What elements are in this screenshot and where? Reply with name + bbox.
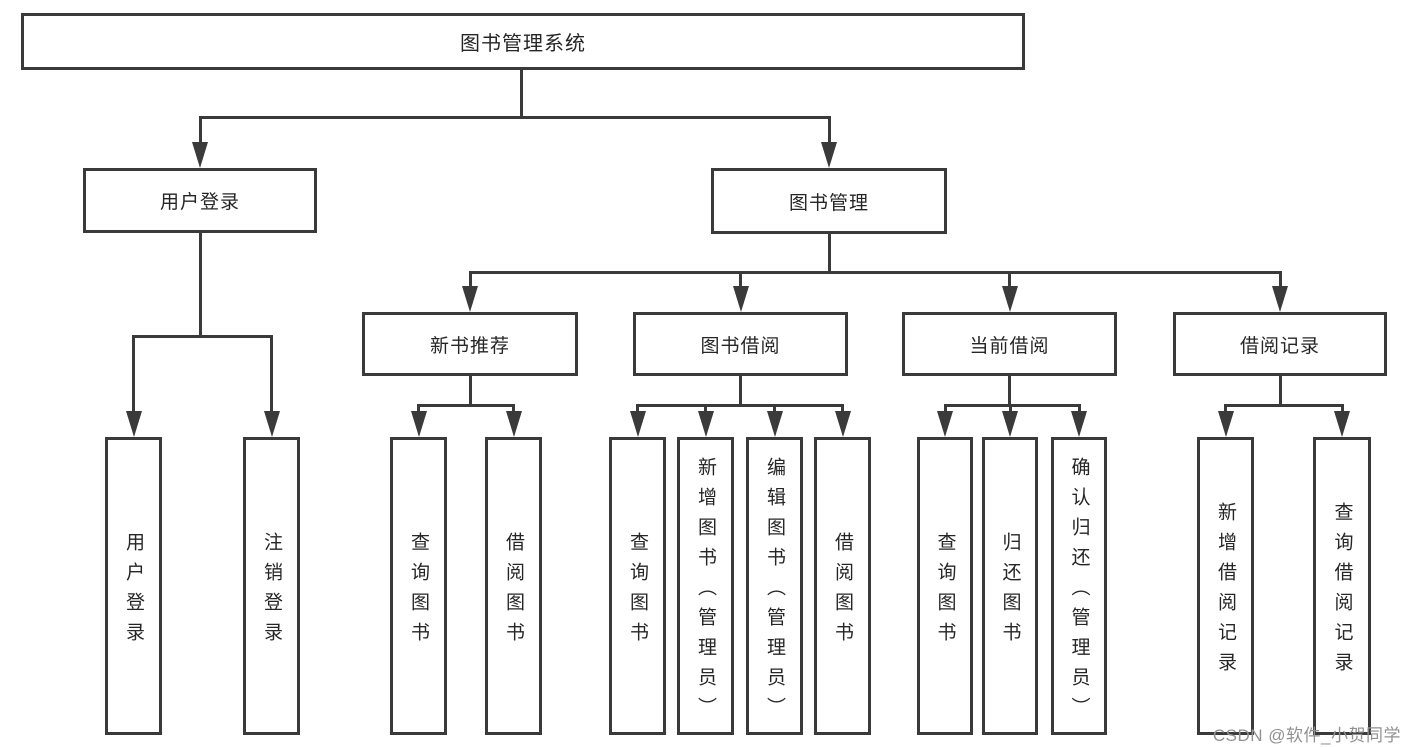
connector-line	[827, 117, 831, 146]
connector-line	[1077, 405, 1081, 413]
node-root: 图书管理系统	[21, 13, 1025, 70]
node-current-borrow-label: 当前借阅	[969, 335, 1050, 357]
leaf-current-confirm-admin: 确认归还（管理员）	[1051, 437, 1107, 735]
arrowhead-down-icon	[192, 142, 208, 168]
leaf-borrow-add-admin: 新增图书（管理员）	[677, 437, 734, 735]
connector-line	[827, 233, 831, 274]
connector-line	[704, 405, 707, 413]
connector-line	[943, 405, 947, 413]
connector-line	[1008, 405, 1012, 413]
connector-line	[1278, 375, 1282, 407]
connector-line	[1278, 272, 1282, 290]
arrowhead-down-icon	[821, 142, 837, 168]
connector-line	[1008, 375, 1011, 407]
connector-line	[841, 405, 844, 413]
connector-line	[636, 405, 639, 413]
connector-line	[636, 403, 844, 407]
leaf-record-query: 查询借阅记录	[1313, 437, 1371, 735]
arrowhead-down-icon	[462, 286, 478, 312]
connector-line	[132, 336, 135, 415]
leaf-borrow-borrow-label: 借阅图书	[832, 531, 853, 652]
arrowhead-down-icon	[732, 286, 749, 312]
connector-line	[198, 232, 202, 338]
leaf-logout: 注销登录	[243, 437, 300, 735]
leaf-borrow-edit-admin-label: 编辑图书（管理员）	[764, 456, 785, 727]
leaf-borrow-borrow: 借阅图书	[814, 437, 871, 735]
connector-line	[198, 117, 202, 146]
arrowhead-down-icon	[410, 411, 427, 437]
leaf-record-query-label: 查询借阅记录	[1331, 501, 1353, 682]
leaf-current-query: 查询图书	[917, 437, 973, 735]
node-borrow-record: 借阅记录	[1173, 312, 1387, 376]
arrowhead-down-icon	[1002, 411, 1018, 437]
connector-line	[738, 375, 742, 407]
connector-line	[198, 115, 831, 119]
leaf-newbook-query: 查询图书	[390, 437, 447, 735]
arrowhead-down-icon	[1071, 411, 1087, 437]
arrowhead-down-icon	[697, 411, 714, 437]
leaf-newbook-query-label: 查询图书	[408, 531, 429, 652]
leaf-user-login: 用户登录	[105, 437, 162, 735]
arrowhead-down-icon	[629, 411, 646, 437]
node-new-book-recommend-label: 新书推荐	[429, 335, 510, 357]
node-book-borrow-label: 图书借阅	[700, 335, 781, 357]
connector-line	[1340, 405, 1344, 413]
leaf-current-query-label: 查询图书	[934, 531, 956, 652]
arrowhead-down-icon	[937, 411, 953, 437]
arrowhead-down-icon	[505, 411, 522, 437]
arrowhead-down-icon	[1272, 286, 1288, 312]
connector-line	[417, 403, 515, 407]
connector-line	[468, 270, 1282, 274]
node-book-management-label: 图书管理	[788, 192, 869, 214]
leaf-newbook-borrow: 借阅图书	[485, 437, 542, 735]
leaf-record-add-label: 新增借阅记录	[1215, 501, 1236, 682]
leaf-newbook-borrow-label: 借阅图书	[503, 531, 524, 652]
node-current-borrow: 当前借阅	[902, 312, 1117, 376]
arrowhead-down-icon	[263, 411, 280, 437]
node-root-label: 图书管理系统	[460, 33, 586, 55]
arrowhead-down-icon	[125, 411, 142, 437]
arrowhead-down-icon	[766, 411, 783, 437]
leaf-current-return-label: 归还图书	[999, 531, 1021, 652]
leaf-current-confirm-admin-label: 确认归还（管理员）	[1068, 456, 1090, 727]
connector-line	[1008, 272, 1011, 290]
leaf-logout-label: 注销登录	[261, 531, 282, 652]
connector-line	[270, 336, 273, 415]
node-user-login: 用户登录	[83, 168, 317, 233]
leaf-current-return: 归还图书	[982, 437, 1038, 735]
connector-line	[773, 405, 776, 413]
node-new-book-recommend: 新书推荐	[362, 312, 578, 376]
watermark: CSDN @软件_小贺同学	[1212, 726, 1401, 745]
arrowhead-down-icon	[1217, 411, 1234, 437]
leaf-user-login-label: 用户登录	[123, 531, 144, 652]
connector-line	[1224, 403, 1344, 407]
connector-line	[519, 69, 523, 117]
leaf-record-add: 新增借阅记录	[1197, 437, 1254, 735]
node-book-management: 图书管理	[711, 168, 947, 234]
connector-line	[1224, 405, 1227, 413]
leaf-borrow-query-label: 查询图书	[627, 531, 648, 652]
node-user-login-label: 用户登录	[159, 192, 240, 213]
node-borrow-record-label: 借阅记录	[1239, 335, 1320, 357]
connector-line	[943, 403, 1081, 407]
connector-line	[512, 405, 515, 413]
connector-line	[468, 375, 472, 407]
leaf-borrow-add-admin-label: 新增图书（管理员）	[695, 456, 716, 727]
connector-line	[417, 405, 420, 413]
leaf-borrow-edit-admin: 编辑图书（管理员）	[746, 437, 803, 735]
arrowhead-down-icon	[1334, 411, 1350, 437]
arrowhead-down-icon	[834, 411, 851, 437]
connector-line	[132, 334, 273, 338]
connector-line	[739, 272, 742, 290]
arrowhead-down-icon	[1001, 286, 1018, 312]
node-book-borrow: 图书借阅	[633, 312, 848, 376]
leaf-borrow-query: 查询图书	[609, 437, 666, 735]
connector-line	[468, 272, 472, 290]
